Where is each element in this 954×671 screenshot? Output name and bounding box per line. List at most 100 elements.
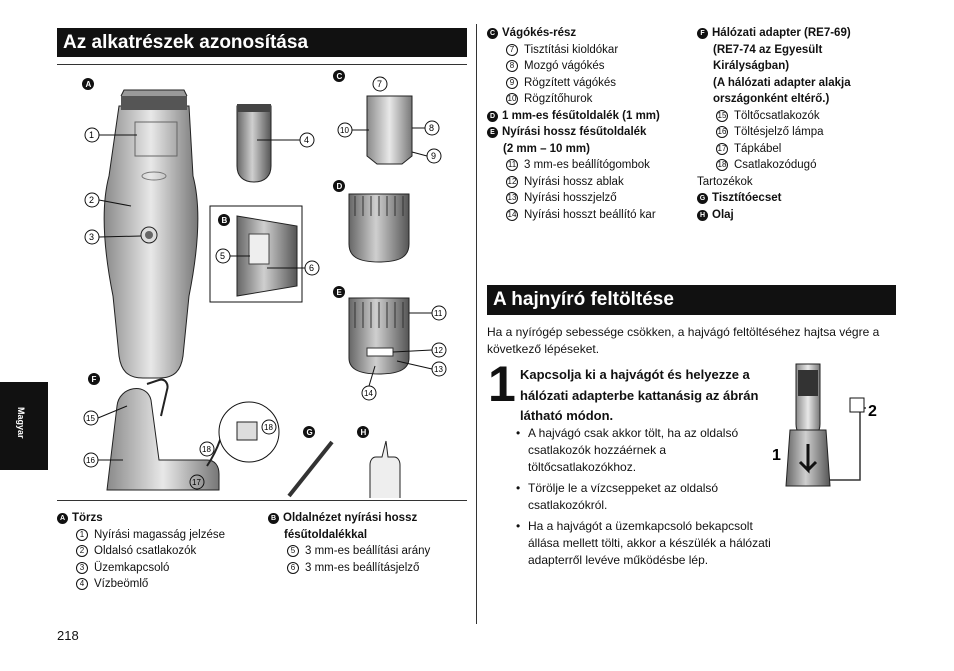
badge-C: C [487,28,498,39]
charging-intro: Ha a nyírógép sebessége csökken, a hajvá… [487,325,880,356]
legend-item: Nyírási hosszjelző [524,192,617,204]
step-figure-label-1: 1 [772,447,781,464]
marker-E: E [337,288,343,297]
badge-A: A [57,513,68,524]
callout-5: 5 [220,251,225,261]
bullet-item: Törölje le a vízcseppeket az oldalsó csa… [516,480,771,514]
callout-18-zoom: 18 [264,423,273,432]
callout-11: 11 [434,309,443,318]
num-13: 13 [506,192,518,204]
legend-item: Mozgó vágókés [524,60,605,72]
step-figure-label-2: 2 [868,403,877,420]
callout-1: 1 [89,130,94,140]
marker-B: B [222,216,228,225]
divider [57,64,467,65]
callout-3: 3 [89,232,94,242]
legend-item: Tápkábel [734,142,782,155]
callout-9: 9 [431,151,436,161]
callout-10: 10 [340,126,349,135]
accessory-brush: Tisztítóecset [712,192,782,204]
legend-item: Rögzített vágókés [524,76,617,89]
marker-D: D [337,182,343,191]
num-16: 16 [716,126,728,138]
legend-item: Töltőcsatlakozók [734,109,820,122]
legend-body-title: Törzs [72,512,103,524]
parts-figure: A A 1 2 3 4 B 5 6 C 7 10 8 9 D E 11 12 1… [79,70,447,498]
callout-4: 4 [304,135,309,145]
num-15: 15 [716,109,728,122]
legend-item: 3 mm-es beállítási arány [305,545,431,557]
bullet-item: Ha a hajvágót a üzemkapcsoló bekapcsolt … [516,518,771,569]
marker-G: G [307,428,313,437]
oil-bottle-illustration [369,440,401,498]
legend-side-view-title-2: fésűtoldalékkal [284,528,368,541]
legend-item: Tisztítási kioldókar [524,43,619,56]
legend-item: Vízbeömlő [94,578,149,590]
callout-13: 13 [434,365,443,374]
marker-A: A [86,80,92,89]
num-1: 1 [76,528,88,541]
cleaning-brush-illustration [287,440,334,498]
num-10: 10 [506,93,518,105]
callout-16: 16 [86,456,95,465]
legend-adapter-line: (RE7-74 az Egyesült [713,43,823,56]
legend-comb-1mm-title: 1 mm-es fésűtoldalék (1 mm) [502,109,660,122]
marker-H: H [361,428,367,437]
callout-14: 14 [364,389,373,398]
callout-7: 7 [377,79,382,89]
legend-blade-title: Vágókés-rész [502,27,577,39]
num-14: 14 [506,208,518,221]
num-5: 5 [287,545,299,557]
language-tab-label: Magyar [16,407,26,439]
legend-side-view: B Oldalnézet nyírási hossz fésűtoldalékka… [268,510,476,576]
legend-item: Töltésjelző lámpa [734,126,824,138]
num-3: 3 [76,561,88,574]
blade-zoom-illustration [236,104,272,183]
num-18: 18 [716,159,728,171]
badge-E: E [487,127,498,138]
bullet-item: A hajvágó csak akkor tölt, ha az oldalsó… [516,425,771,476]
charging-stand-illustration [106,378,220,491]
legend-adapter-line: országonként eltérő.) [713,93,830,105]
badge-B: B [268,513,279,524]
step-bullets: A hajvágó csak akkor tölt, ha az oldalsó… [516,425,771,573]
legend-item: 3 mm-es beállítógombok [524,159,650,171]
section-heading-charging: A hajnyíró feltöltése [487,285,896,315]
badge-G: G [697,193,708,204]
divider [57,500,467,501]
legend-blade: C Vágókés-rész 7 Tisztítási kioldókar 8 Moz… [487,25,692,223]
callout-15: 15 [86,414,95,423]
badge-D: D [487,110,498,122]
legend-item: 3 mm-es beállításjelző [305,561,420,574]
step-title: Kapcsolja ki a hajvágót és helyezze a há… [520,367,759,423]
badge-F: F [697,28,708,39]
callout-6: 6 [309,263,314,273]
legend-adapter-line: (A hálózati adapter alakja [713,76,851,89]
column-divider [476,24,477,624]
accessory-oil: Olaj [712,208,734,221]
section-heading-parts: Az alkatrészek azonosítása [57,28,467,57]
callout-12: 12 [434,346,443,355]
num-4: 4 [76,578,88,590]
num-2: 2 [76,545,88,557]
legend-item: Üzemkapcsoló [94,561,170,574]
num-7: 7 [506,43,518,56]
legend-item: Nyírási magasság jelzése [94,528,226,541]
num-6: 6 [287,561,299,574]
callout-8: 8 [429,123,434,133]
num-17: 17 [716,142,728,155]
legend-side-view-title: Oldalnézet nyírási hossz [283,512,418,524]
label-A-marker: A [79,79,85,88]
callout-17: 17 [192,478,201,487]
page-number: 218 [57,628,79,643]
callout-18: 18 [202,445,211,454]
num-12: 12 [506,175,518,188]
accessories-label: Tartozékok [697,175,753,188]
legend-adapter-line: Királyságban) [713,60,790,72]
charging-step-figure: 1 2 [772,363,877,487]
legend-item: Nyírási hossz ablak [524,175,624,188]
trimmer-body-illustration [103,89,199,379]
num-8: 8 [506,60,518,72]
